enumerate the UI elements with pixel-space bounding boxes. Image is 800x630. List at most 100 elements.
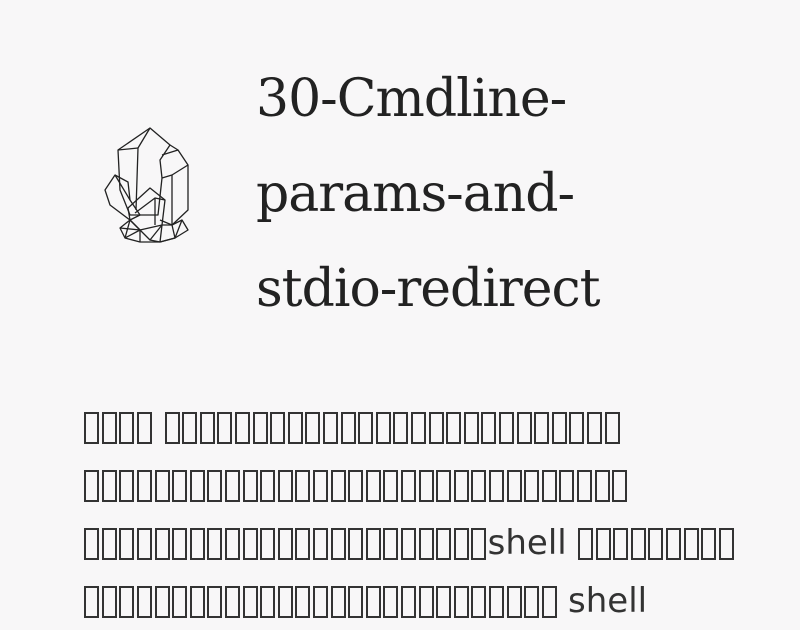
missing-glyph-box xyxy=(189,528,205,560)
missing-glyph-box xyxy=(400,528,416,560)
missing-glyph-box xyxy=(348,470,364,502)
paragraph-line xyxy=(83,398,783,456)
missing-glyph-box xyxy=(84,412,100,444)
missing-glyph-box xyxy=(260,528,276,560)
missing-glyph-box xyxy=(277,470,293,502)
missing-glyph-box xyxy=(375,412,391,444)
missing-glyph-box xyxy=(295,470,311,502)
missing-glyph-box xyxy=(260,586,276,618)
missing-glyph-box xyxy=(718,528,734,560)
missing-glyph-box xyxy=(594,470,610,502)
missing-glyph-box xyxy=(305,412,321,444)
missing-glyph-box xyxy=(488,586,504,618)
missing-glyph-box xyxy=(323,412,339,444)
missing-glyph-box xyxy=(471,528,487,560)
missing-glyph-box xyxy=(578,528,594,560)
missing-glyph-box xyxy=(119,528,135,560)
missing-glyph-box xyxy=(277,586,293,618)
missing-glyph-box xyxy=(313,470,329,502)
missing-glyph-box xyxy=(551,412,567,444)
crystal-icon xyxy=(104,127,189,243)
missing-glyph-box xyxy=(270,412,286,444)
missing-glyph-box xyxy=(541,586,557,618)
missing-glyph-box xyxy=(524,586,540,618)
missing-glyph-box xyxy=(84,586,100,618)
missing-glyph-box xyxy=(666,528,681,560)
missing-glyph-box xyxy=(586,412,602,444)
missing-glyph-box xyxy=(242,528,258,560)
missing-glyph-box xyxy=(453,528,469,560)
missing-glyph-box xyxy=(418,470,434,502)
missing-glyph-box xyxy=(119,412,135,444)
missing-glyph-box xyxy=(172,470,188,502)
missing-glyph-box xyxy=(383,528,399,560)
missing-glyph-box xyxy=(225,528,241,560)
missing-glyph-box xyxy=(137,528,153,560)
missing-glyph-box xyxy=(154,586,170,618)
title-line: stdio-redirect xyxy=(256,259,601,319)
missing-glyph-box xyxy=(453,586,469,618)
missing-glyph-box xyxy=(683,528,699,560)
missing-glyph-box xyxy=(295,586,311,618)
missing-glyph-box xyxy=(189,586,205,618)
missing-glyph-box xyxy=(534,412,550,444)
missing-glyph-box xyxy=(101,586,117,618)
missing-glyph-box xyxy=(252,412,268,444)
missing-glyph-box xyxy=(428,412,444,444)
missing-glyph-box xyxy=(225,586,241,618)
missing-glyph-box xyxy=(313,586,329,618)
missing-glyph-box xyxy=(119,586,135,618)
missing-glyph-box xyxy=(207,528,223,560)
missing-glyph-box xyxy=(648,528,664,560)
missing-glyph-box xyxy=(154,528,170,560)
missing-glyph-box xyxy=(119,470,135,502)
missing-glyph-box xyxy=(277,528,293,560)
missing-glyph-box xyxy=(471,586,487,618)
missing-glyph-box xyxy=(287,412,303,444)
missing-glyph-box xyxy=(164,412,180,444)
paragraph-line: shell xyxy=(83,514,783,572)
missing-glyph-box xyxy=(576,470,592,502)
missing-glyph-box xyxy=(101,412,117,444)
missing-glyph-box xyxy=(199,412,215,444)
missing-glyph-box xyxy=(225,470,241,502)
missing-glyph-box xyxy=(84,528,100,560)
missing-glyph-box xyxy=(541,470,557,502)
missing-glyph-box xyxy=(613,528,629,560)
missing-glyph-box xyxy=(207,470,223,502)
missing-glyph-box xyxy=(418,586,434,618)
missing-glyph-box xyxy=(400,470,416,502)
missing-glyph-box xyxy=(453,470,469,502)
missing-glyph-box xyxy=(101,528,117,560)
body-paragraph: shell shell xyxy=(83,398,783,630)
missing-glyph-box xyxy=(172,586,188,618)
missing-glyph-box xyxy=(436,470,452,502)
missing-glyph-box xyxy=(506,470,522,502)
paragraph-line: shell xyxy=(83,572,783,630)
missing-glyph-box xyxy=(340,412,356,444)
missing-glyph-box xyxy=(182,412,198,444)
missing-glyph-box xyxy=(217,412,233,444)
missing-glyph-box xyxy=(358,412,374,444)
missing-glyph-box xyxy=(488,470,504,502)
title-line: params-and- xyxy=(256,164,575,224)
missing-glyph-box xyxy=(137,586,153,618)
missing-glyph-box xyxy=(471,470,487,502)
missing-glyph-box xyxy=(295,528,311,560)
missing-glyph-box xyxy=(348,528,364,560)
missing-glyph-box xyxy=(365,470,381,502)
missing-glyph-box xyxy=(207,586,223,618)
missing-glyph-box xyxy=(463,412,479,444)
missing-glyph-box xyxy=(365,528,381,560)
missing-glyph-box xyxy=(612,470,628,502)
missing-glyph-box xyxy=(595,528,611,560)
title-line: 30-Cmdline- xyxy=(256,69,567,129)
missing-glyph-box xyxy=(383,586,399,618)
missing-glyph-box xyxy=(569,412,585,444)
missing-glyph-box xyxy=(446,412,462,444)
missing-glyph-box xyxy=(418,528,434,560)
missing-glyph-box xyxy=(348,586,364,618)
missing-glyph-box xyxy=(604,412,620,444)
missing-glyph-box xyxy=(630,528,646,560)
missing-glyph-box xyxy=(436,586,452,618)
